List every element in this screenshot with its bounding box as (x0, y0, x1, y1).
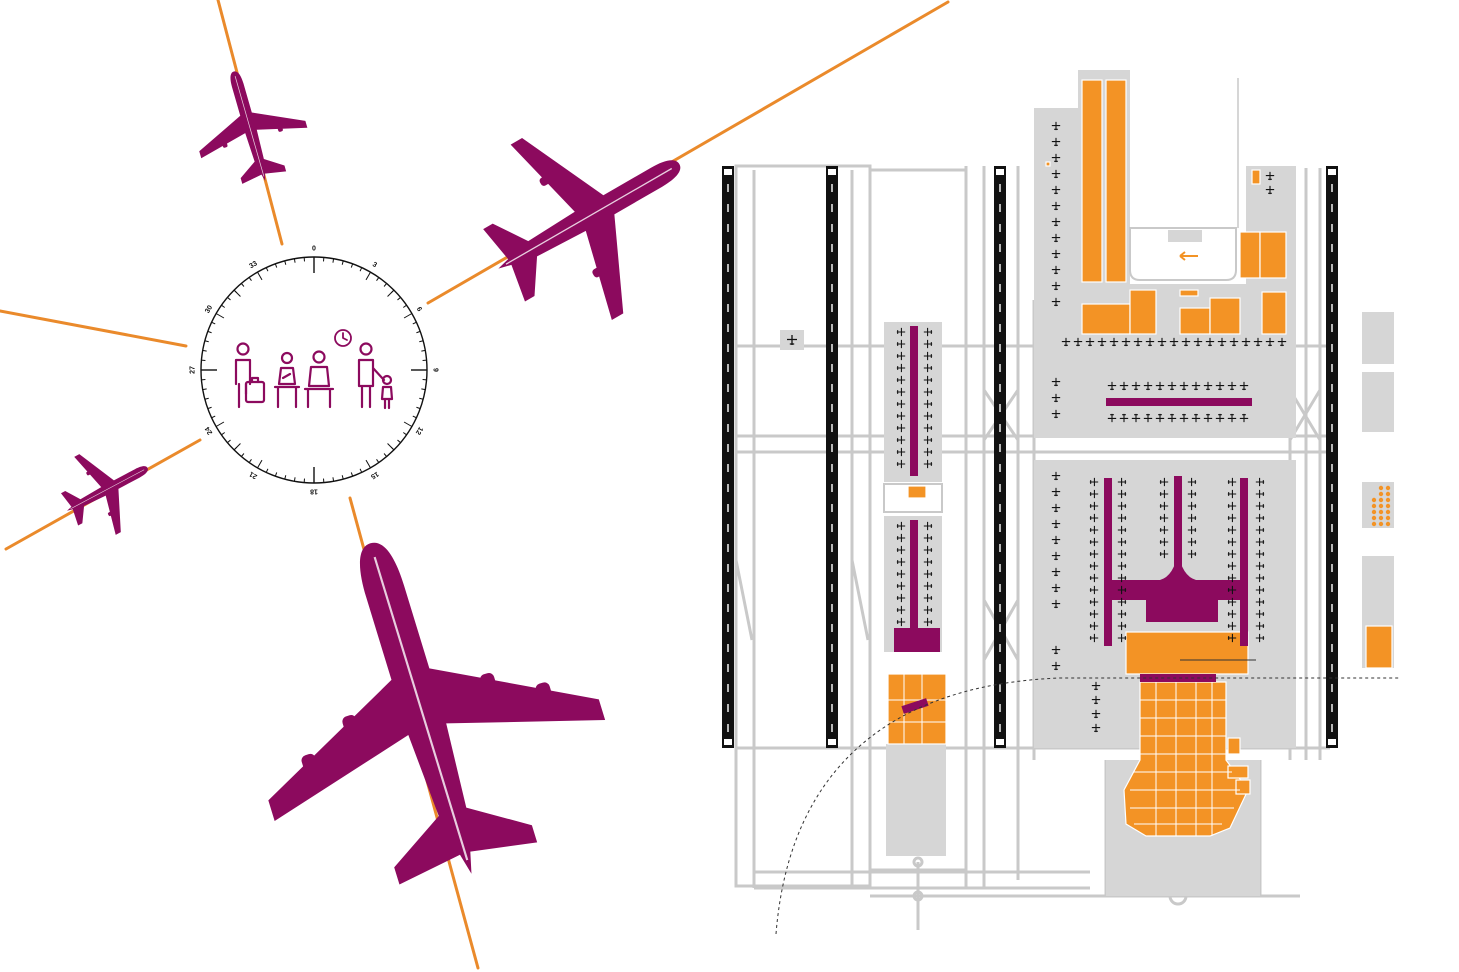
terminal-connector (1140, 674, 1216, 682)
remote-block-2 (1362, 372, 1394, 432)
terminal-buildings (887, 79, 1393, 837)
dashed-boundary (775, 677, 1400, 935)
compass-labels: 0 3 6 9 12 15 18 21 24 27 30 33 (190, 246, 439, 495)
compass-label: 18 (310, 488, 318, 495)
pier-c (1240, 478, 1248, 646)
satellite-pier-bottom (910, 520, 918, 630)
aprons (780, 70, 1394, 896)
runway (722, 166, 734, 748)
runway (1326, 166, 1338, 748)
compass-label: 12 (414, 425, 424, 435)
waiting-passengers (234, 329, 394, 410)
airplane-medium-right (447, 75, 731, 357)
hangar-bridge (901, 698, 929, 714)
airport-plan (722, 70, 1400, 935)
airplane-large-bottom (204, 491, 638, 926)
remote-stands-dots (1371, 485, 1391, 527)
traveler-with-suitcase-icon (234, 342, 266, 409)
compass-label: 30 (204, 304, 214, 314)
remote-block-1 (1362, 312, 1394, 364)
compass: 0 3 6 9 12 15 18 21 24 27 30 33 (190, 246, 439, 495)
flight-path-west (0, 309, 188, 348)
compass-label: 21 (248, 470, 258, 480)
central-hub (1112, 552, 1240, 622)
parking-block-south (886, 744, 946, 856)
compass-label: 0 (312, 246, 316, 253)
pier-b (1174, 476, 1182, 566)
compass-label: 3 (371, 261, 378, 269)
terminal-forecourt (1034, 284, 1296, 438)
piers (894, 326, 1252, 714)
compass-label: 15 (369, 470, 379, 480)
compass-label: 27 (190, 366, 197, 374)
runways (722, 166, 1338, 748)
compass-ticks (201, 257, 427, 483)
pier-a (1104, 478, 1112, 646)
satellite-head (894, 628, 940, 652)
compass-label: 24 (204, 425, 214, 435)
main-terminal-landside (1123, 681, 1249, 837)
north-pier (1106, 398, 1252, 406)
airplane-small-top (180, 55, 319, 197)
clock-icon (334, 329, 352, 347)
seated-child-icon (273, 351, 301, 409)
compass-label: 6 (415, 306, 423, 313)
airplane-small-left (45, 428, 169, 551)
satellite-pier-top (910, 326, 918, 476)
runway (826, 166, 838, 748)
direction-arrow (1179, 251, 1198, 261)
compass-label: 9 (432, 368, 439, 372)
runway (994, 166, 1006, 748)
compass-label: 33 (248, 260, 258, 270)
adult-with-child-icon (357, 342, 394, 410)
seated-adult-icon (303, 350, 335, 409)
